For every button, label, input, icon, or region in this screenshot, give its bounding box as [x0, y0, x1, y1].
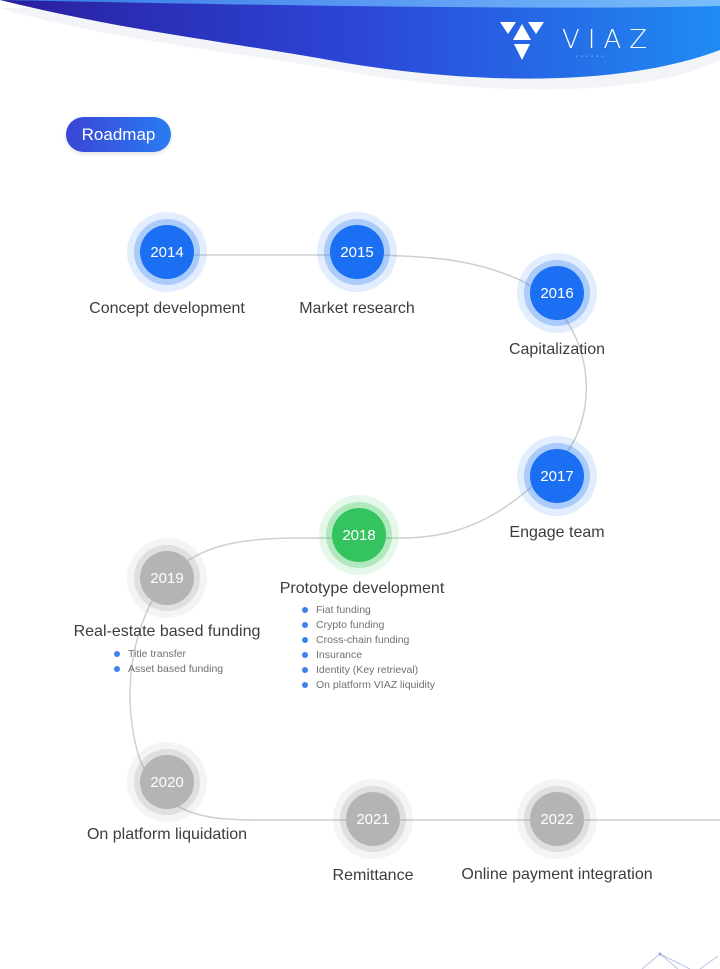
brand-name: VIAZ	[562, 25, 656, 55]
brand-tagline: ◦◦◦◦◦◦	[576, 54, 607, 60]
milestone-2019-title: Real-estate based funding	[73, 623, 261, 640]
brand-logo[interactable]: VIAZ ◦◦◦◦◦◦	[498, 18, 648, 66]
year-label: 2015	[330, 225, 384, 279]
list-item: Fiat funding	[302, 603, 435, 618]
milestone-2022-title: Online payment integration	[461, 866, 653, 883]
milestone-2017-node[interactable]: 2017	[517, 436, 597, 516]
list-item: Title transfer	[114, 647, 223, 662]
milestone-2014-title: Concept development	[89, 300, 245, 317]
milestone-2022-node[interactable]: 2022	[517, 779, 597, 859]
header-wave	[0, 0, 720, 90]
milestone-2016-node[interactable]: 2016	[517, 253, 597, 333]
milestone-2017-title: Engage team	[509, 524, 605, 541]
milestone-2020-title: On platform liquidation	[86, 826, 248, 843]
year-label: 2017	[530, 449, 584, 503]
milestone-2015-node[interactable]: 2015	[317, 212, 397, 292]
milestone-2016-title: Capitalization	[508, 341, 606, 358]
milestone-2020-node[interactable]: 2020	[127, 742, 207, 822]
year-label: 2021	[346, 792, 400, 846]
list-item: Cross-chain funding	[302, 633, 435, 648]
list-item: Identity (Key retrieval)	[302, 663, 435, 678]
milestone-2018-node[interactable]: 2018	[319, 495, 399, 575]
milestone-2021-title: Remittance	[332, 867, 414, 884]
list-item: On platform VIAZ liquidity	[302, 678, 435, 693]
roadmap-badge: Roadmap	[66, 117, 171, 152]
milestone-2014-node[interactable]: 2014	[127, 212, 207, 292]
year-label: 2014	[140, 225, 194, 279]
milestone-2015-title: Market research	[299, 300, 415, 317]
year-label: 2020	[140, 755, 194, 809]
milestone-2019-node[interactable]: 2019	[127, 538, 207, 618]
year-label: 2016	[530, 266, 584, 320]
year-label: 2022	[530, 792, 584, 846]
milestone-2018-items: Fiat funding Crypto funding Cross-chain …	[302, 603, 435, 693]
list-item: Asset based funding	[114, 662, 223, 677]
list-item: Crypto funding	[302, 618, 435, 633]
milestone-2019-items: Title transfer Asset based funding	[114, 647, 223, 677]
list-item: Insurance	[302, 648, 435, 663]
year-label: 2019	[140, 551, 194, 605]
network-decoration-icon	[641, 952, 719, 969]
milestone-2018-title: Prototype development	[279, 580, 445, 597]
year-label: 2018	[332, 508, 386, 562]
milestone-2021-node[interactable]: 2021	[333, 779, 413, 859]
logo-mark-icon	[500, 22, 544, 60]
